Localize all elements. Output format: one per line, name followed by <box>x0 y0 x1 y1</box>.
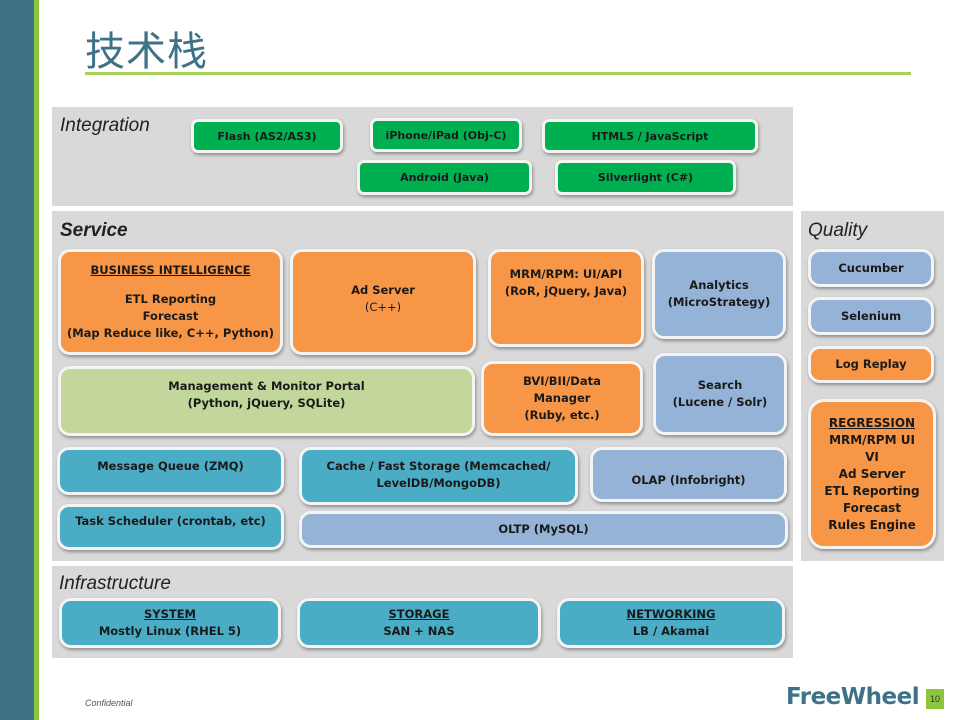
mrm-tech: (RoR, jQuery, Java) <box>504 284 628 298</box>
bvi-line1: BVI/BII/Data <box>523 374 601 388</box>
service-task-scheduler: Task Scheduler (crontab, etc) <box>57 504 284 550</box>
regression-item: Rules Engine <box>828 517 916 532</box>
quality-selenium: Selenium <box>808 297 934 335</box>
service-bvi-data-manager: BVI/BII/Data Manager (Ruby, etc.) <box>481 361 643 436</box>
ad-server-tech: (C++) <box>364 300 402 314</box>
service-search: Search (Lucene / Solr) <box>653 353 787 435</box>
service-oltp: OLTP (MySQL) <box>299 511 788 548</box>
integration-iphone: iPhone/iPad (Obj-C) <box>370 118 522 152</box>
ad-server-title: Ad Server <box>351 283 415 297</box>
portal-tech: (Python, jQuery, SQLite) <box>187 396 346 410</box>
quality-cucumber: Cucumber <box>808 249 934 287</box>
service-business-intelligence: BUSINESS INTELLIGENCE ETL Reporting Fore… <box>58 249 283 355</box>
confidential-label: Confidential <box>85 698 133 708</box>
infrastructure-system: SYSTEM Mostly Linux (RHEL 5) <box>59 598 281 648</box>
integration-android: Android (Java) <box>357 160 532 195</box>
quality-log-replay: Log Replay <box>808 346 934 383</box>
title-underline <box>85 72 911 75</box>
networking-detail: LB / Akamai <box>632 624 710 638</box>
service-mrm-rpm: MRM/RPM: UI/API (RoR, jQuery, Java) <box>488 249 644 347</box>
quality-panel: Quality Cucumber Selenium Log Replay REG… <box>801 211 944 561</box>
cache-line2: LevelDB/MongoDB) <box>376 476 501 490</box>
system-heading: SYSTEM <box>143 607 197 621</box>
system-detail: Mostly Linux (RHEL 5) <box>98 624 242 638</box>
integration-panel: Integration Flash (AS2/AS3) iPhone/iPad … <box>52 107 793 206</box>
networking-heading: NETWORKING <box>626 607 716 621</box>
regression-item: Forecast <box>842 500 902 515</box>
regression-item: ETL Reporting <box>824 483 920 498</box>
freewheel-logo: FreeWheel <box>786 684 920 710</box>
integration-label: Integration <box>60 115 150 136</box>
service-panel: Service BUSINESS INTELLIGENCE ETL Report… <box>52 211 793 561</box>
left-sidebar-bar <box>0 0 34 720</box>
analytics-title: Analytics <box>689 278 749 292</box>
integration-silverlight: Silverlight (C#) <box>555 160 736 195</box>
infrastructure-label: Infrastructure <box>59 573 171 594</box>
analytics-tech: (MicroStrategy) <box>667 295 771 309</box>
regression-item: MRM/RPM UI <box>829 432 915 447</box>
bvi-line2: Manager <box>533 391 591 405</box>
service-message-queue: Message Queue (ZMQ) <box>57 447 284 495</box>
integration-html5: HTML5 / JavaScript <box>542 119 758 153</box>
search-tech: (Lucene / Solr) <box>672 395 768 409</box>
service-ad-server: Ad Server (C++) <box>290 249 476 355</box>
bi-line-forecast: Forecast <box>142 309 199 323</box>
storage-heading: STORAGE <box>388 607 450 621</box>
cache-line1: Cache / Fast Storage (Memcached/ <box>326 459 551 473</box>
portal-title: Management & Monitor Portal <box>168 379 365 393</box>
bi-heading: BUSINESS INTELLIGENCE <box>90 263 251 277</box>
service-olap: OLAP (Infobright) <box>590 447 787 502</box>
bi-line-etl: ETL Reporting <box>124 292 217 306</box>
infrastructure-storage: STORAGE SAN + NAS <box>297 598 541 648</box>
infrastructure-panel: Infrastructure SYSTEM Mostly Linux (RHEL… <box>52 566 793 658</box>
slide-title: 技术栈 <box>85 29 208 75</box>
service-analytics: Analytics (MicroStrategy) <box>652 249 786 339</box>
quality-label: Quality <box>808 220 868 241</box>
bvi-line3: (Ruby, etc.) <box>524 408 600 422</box>
regression-item: VI <box>865 449 879 464</box>
page-number: 10 <box>926 689 944 709</box>
bi-line-tech: (Map Reduce like, C++, Python) <box>66 326 275 340</box>
service-management-portal: Management & Monitor Portal (Python, jQu… <box>58 366 475 436</box>
storage-detail: SAN + NAS <box>383 624 455 638</box>
service-label: Service <box>60 220 128 241</box>
service-cache: Cache / Fast Storage (Memcached/ LevelDB… <box>299 447 578 505</box>
integration-flash: Flash (AS2/AS3) <box>191 119 343 153</box>
infrastructure-networking: NETWORKING LB / Akamai <box>557 598 785 648</box>
quality-regression: REGRESSION MRM/RPM UI VI Ad Server ETL R… <box>808 399 936 549</box>
regression-item: Ad Server <box>838 466 906 481</box>
regression-heading: REGRESSION <box>828 415 916 430</box>
mrm-title: MRM/RPM: UI/API <box>509 267 623 281</box>
search-title: Search <box>697 378 743 392</box>
left-accent-stripe <box>34 0 39 720</box>
